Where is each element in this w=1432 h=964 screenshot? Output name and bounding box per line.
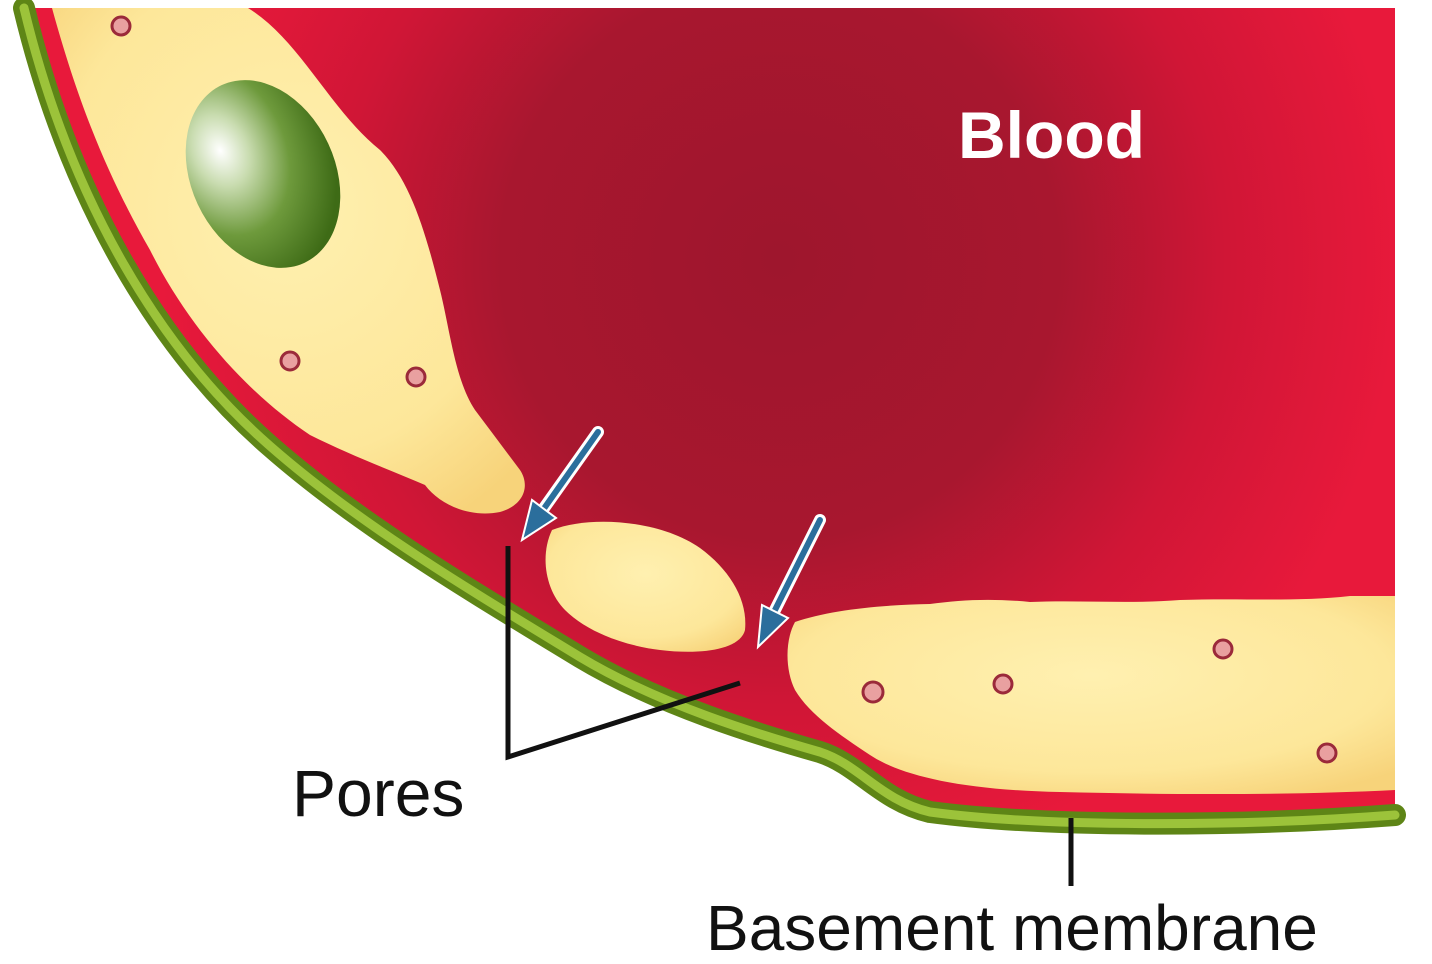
blood-label: Blood xyxy=(958,102,1145,168)
pores-label: Pores xyxy=(292,760,464,826)
vesicle xyxy=(112,17,130,35)
vesicle xyxy=(407,368,425,386)
vesicle xyxy=(994,675,1012,693)
vesicle xyxy=(1214,640,1232,658)
vesicle xyxy=(1318,744,1336,762)
vesicle xyxy=(281,352,299,370)
basement-membrane-label: Basement membrane xyxy=(706,896,1318,960)
vesicle xyxy=(863,682,883,702)
